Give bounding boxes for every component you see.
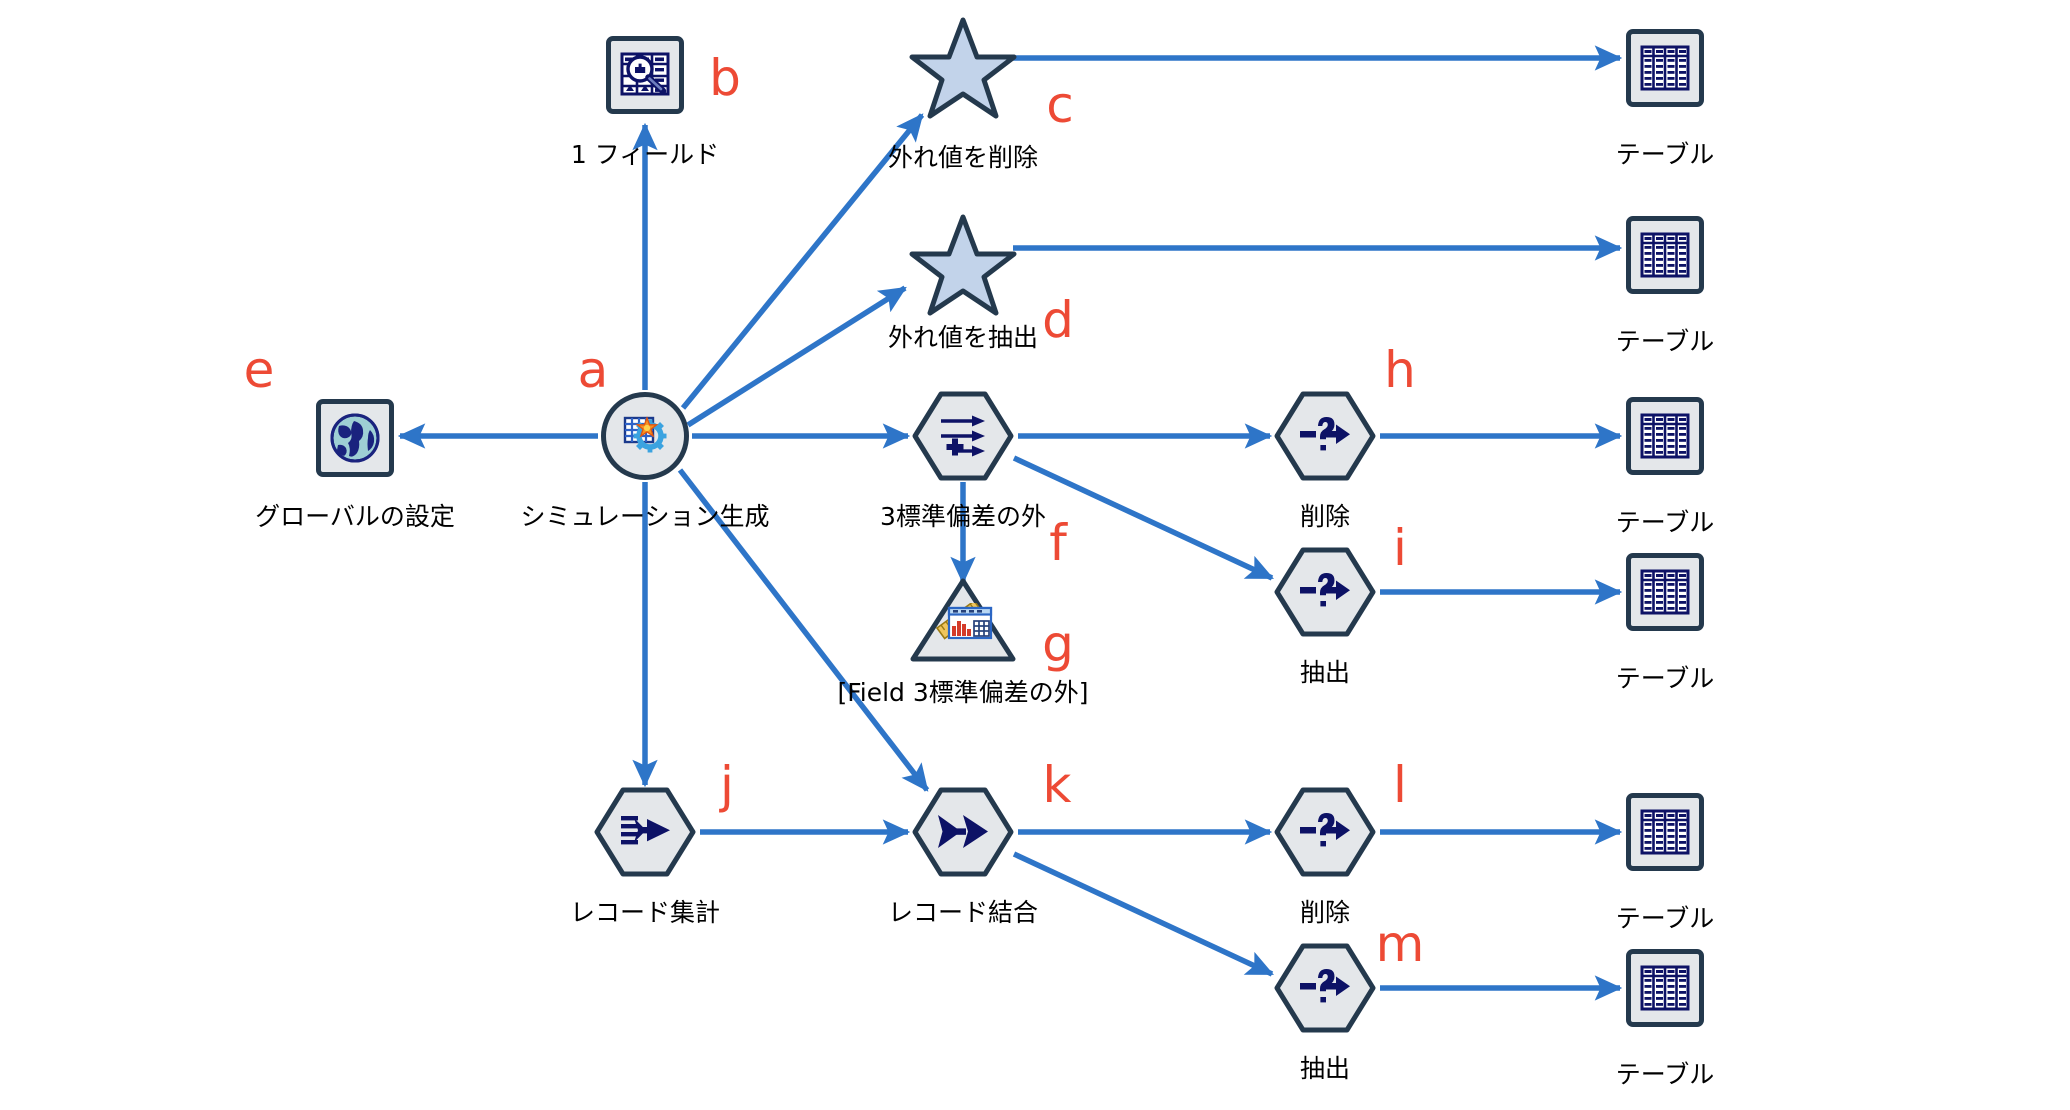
node-table3[interactable] — [1626, 397, 1704, 475]
node-label-selExt2: 抽出 — [1299, 1054, 1351, 1083]
annotation-tag-a: a — [577, 341, 609, 399]
annotation-tag-c: c — [1046, 76, 1074, 134]
node-label-agg: レコード集計 — [569, 898, 721, 927]
annotation-tag-l: l — [1393, 756, 1407, 814]
node-label-sim: シミュレーション生成 — [520, 502, 770, 531]
annotation-tag-d: d — [1042, 291, 1074, 349]
table-output-icon — [1640, 809, 1690, 855]
node-label-hist: [Field 3標準偏差の外] — [837, 678, 1089, 707]
node-global[interactable] — [316, 399, 394, 477]
node-label-table4: テーブル — [1615, 664, 1715, 693]
select-node-icon — [1300, 573, 1350, 607]
node-label-table6: テーブル — [1615, 1060, 1715, 1089]
edge-merge-to-selExt2[interactable] — [1012, 851, 1274, 977]
simulation-generate-icon — [623, 416, 667, 453]
node-label-starRemove: 外れ値を削除 — [887, 143, 1039, 172]
node-label-audit: 1 フィールド — [570, 140, 720, 169]
histogram-output-icon — [935, 603, 993, 640]
node-agg[interactable] — [593, 786, 697, 878]
node-label-selDel2: 削除 — [1299, 898, 1351, 927]
node-label-selDel1: 削除 — [1299, 502, 1351, 531]
node-starExtract[interactable] — [909, 213, 1017, 317]
annotation-tag-j: j — [720, 756, 734, 814]
node-label-derive: 3標準偏差の外 — [880, 502, 1046, 531]
node-table4[interactable] — [1626, 553, 1704, 631]
select-node-icon — [1300, 417, 1350, 451]
node-table6[interactable] — [1626, 949, 1704, 1027]
select-node-icon — [1300, 969, 1350, 1003]
annotation-tag-b: b — [709, 49, 741, 107]
aggregate-node-icon — [621, 816, 670, 845]
annotation-tag-e: e — [243, 341, 275, 399]
data-audit-icon — [620, 52, 670, 96]
node-merge[interactable] — [911, 786, 1015, 878]
node-table2[interactable] — [1626, 216, 1704, 294]
node-starRemove[interactable] — [909, 16, 1017, 120]
node-selDel1[interactable] — [1273, 390, 1377, 482]
node-label-table1: テーブル — [1615, 140, 1715, 169]
node-table5[interactable] — [1626, 793, 1704, 871]
node-label-merge: レコード結合 — [887, 898, 1039, 927]
node-audit[interactable] — [606, 36, 684, 114]
edge-sim-to-starExtract[interactable] — [686, 285, 907, 428]
node-label-starExtract: 外れ値を抽出 — [887, 323, 1039, 352]
table-output-icon — [1640, 965, 1690, 1011]
annotation-tag-h: h — [1384, 341, 1416, 399]
table-output-icon — [1640, 413, 1690, 459]
table-output-icon — [1640, 45, 1690, 91]
node-label-selExt1: 抽出 — [1299, 658, 1351, 687]
table-output-icon — [1640, 232, 1690, 278]
table-output-icon — [1640, 569, 1690, 615]
annotation-tag-g: g — [1042, 615, 1074, 673]
node-selDel2[interactable] — [1273, 786, 1377, 878]
derive-field-icon — [941, 415, 985, 457]
node-selExt2[interactable] — [1273, 942, 1377, 1034]
node-hist[interactable] — [909, 577, 1017, 663]
node-derive[interactable] — [911, 390, 1015, 482]
annotation-tag-k: k — [1042, 756, 1072, 814]
node-table1[interactable] — [1626, 29, 1704, 107]
node-selExt1[interactable] — [1273, 546, 1377, 638]
annotation-tag-f: f — [1049, 514, 1067, 572]
merge-node-icon — [938, 815, 988, 848]
node-label-table5: テーブル — [1615, 904, 1715, 933]
node-label-global: グローバルの設定 — [255, 502, 455, 531]
node-sim[interactable] — [601, 392, 689, 480]
node-label-table2: テーブル — [1615, 327, 1715, 356]
annotation-tag-m: m — [1375, 915, 1425, 973]
node-label-table3: テーブル — [1615, 508, 1715, 537]
select-node-icon — [1300, 813, 1350, 847]
annotation-tag-i: i — [1393, 519, 1407, 577]
globe-icon — [330, 413, 380, 463]
